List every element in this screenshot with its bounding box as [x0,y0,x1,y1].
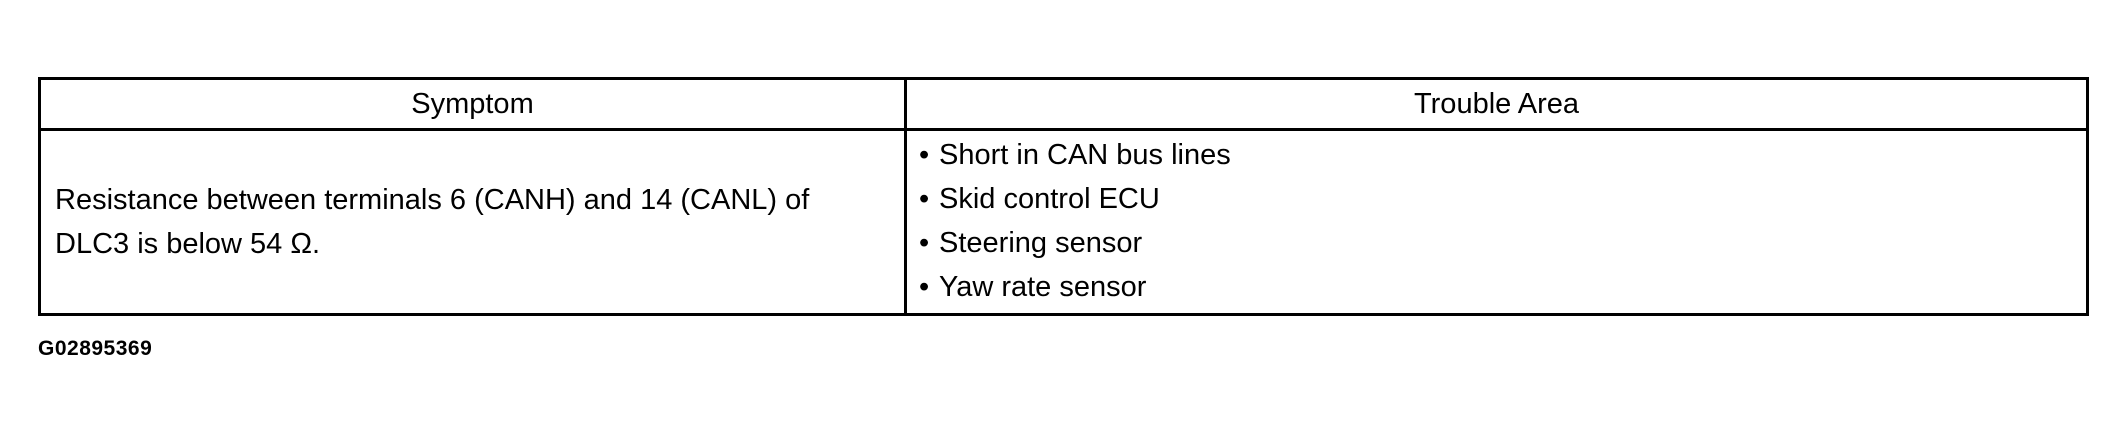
table-row: Resistance between terminals 6 (CANH) an… [38,128,2089,316]
bullet-icon: • [919,271,930,303]
trouble-area-header: Trouble Area [904,77,2089,131]
trouble-area-text: Short in CAN bus lines [939,139,1231,171]
trouble-area-cell: • Short in CAN bus lines • Skid control … [904,128,2089,316]
symptom-cell: Resistance between terminals 6 (CANH) an… [38,128,907,316]
list-item: • Yaw rate sensor [919,265,2076,309]
table-header-row: Symptom Trouble Area [38,77,2089,131]
list-item: • Steering sensor [919,221,2076,265]
symptom-trouble-table: Symptom Trouble Area Resistance between … [38,77,2089,316]
symptom-header: Symptom [38,77,907,131]
trouble-area-list: • Short in CAN bus lines • Skid control … [919,133,2076,309]
list-item: • Skid control ECU [919,177,2076,221]
bullet-icon: • [919,139,930,171]
trouble-area-text: Steering sensor [939,227,1143,259]
list-item: • Short in CAN bus lines [919,133,2076,177]
trouble-area-text: Yaw rate sensor [939,271,1147,303]
bullet-icon: • [919,183,930,215]
bullet-icon: • [919,227,930,259]
figure-id-label: G02895369 [38,337,153,360]
trouble-area-text: Skid control ECU [939,183,1160,215]
